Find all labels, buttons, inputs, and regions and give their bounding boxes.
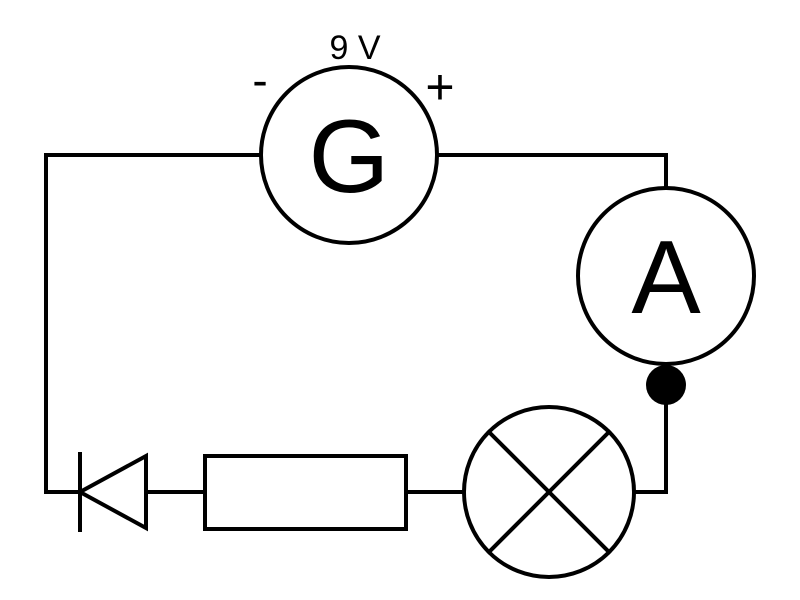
wire-top-right	[436, 153, 668, 190]
voltage-label: 9 V	[329, 29, 380, 67]
lamp-cross-line-2	[486, 429, 612, 555]
negative-terminal-label: -	[252, 54, 267, 106]
diode-triangle	[75, 452, 148, 532]
diode-symbol	[75, 452, 148, 532]
positive-terminal-label: +	[425, 59, 454, 115]
ammeter-letter: A	[631, 220, 701, 336]
wires	[44, 153, 668, 494]
generator-letter: G	[309, 99, 390, 215]
ammeter-circle	[576, 186, 756, 366]
wire-node-to-lamp	[632, 383, 668, 494]
lamp-symbol	[462, 405, 636, 579]
generator-circle	[259, 65, 439, 245]
ammeter-symbol: A	[576, 186, 756, 366]
junction-node	[646, 365, 686, 405]
wire-top-left	[44, 153, 262, 494]
generator-symbol: G 9 V - +	[252, 29, 455, 245]
resistor-symbol	[203, 454, 408, 531]
